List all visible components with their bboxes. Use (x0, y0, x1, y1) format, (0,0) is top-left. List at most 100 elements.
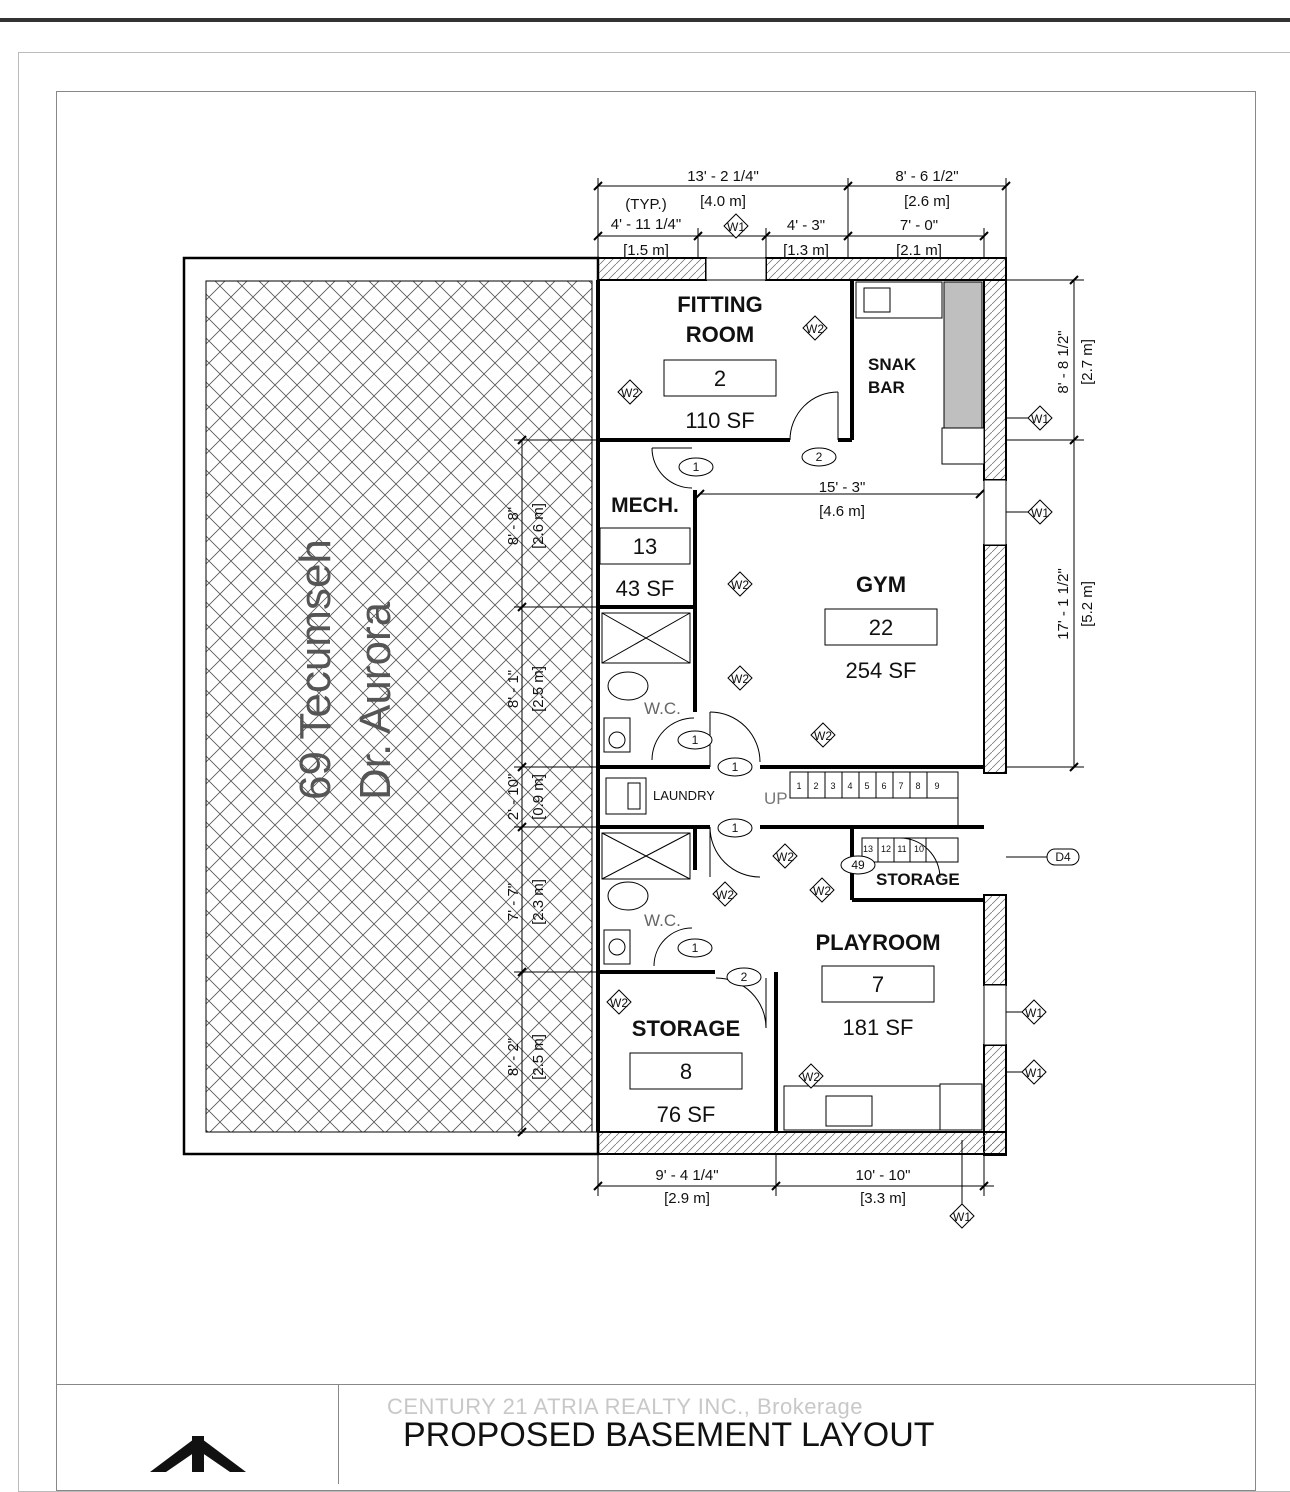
dim-top-overall-left-metric: [4.0 m] (700, 193, 746, 210)
mech-area: 43 SF (616, 576, 675, 601)
window-tag-w2-gym-1: W2 (727, 571, 753, 597)
dim-left-3: 2' - 10" (505, 774, 522, 821)
window-tag-w1-top: W1 (723, 213, 749, 239)
svg-text:W1: W1 (727, 220, 745, 234)
stair-step: 6 (881, 781, 886, 791)
storage-small-name: STORAGE (876, 870, 960, 889)
dim-left-2: 8' - 1" (505, 670, 522, 708)
stair-step: 12 (881, 844, 891, 854)
dim-top-seg2-metric: [1.3 m] (783, 242, 829, 259)
svg-text:1: 1 (732, 760, 739, 774)
wc-lower-name: W.C. (644, 911, 681, 930)
dim-gym-width-metric: [4.6 m] (819, 503, 865, 520)
svg-text:W2: W2 (716, 888, 734, 902)
svg-text:2: 2 (741, 970, 748, 984)
stair-up: UP (764, 789, 788, 808)
stair-step-numbers: 1 2 3 4 5 6 7 8 9 13 12 11 10 (796, 781, 939, 854)
dim-top-seg3-metric: [2.1 m] (896, 242, 942, 259)
snack-bar-counter (855, 281, 985, 465)
unexcavated-area (182, 256, 600, 1156)
storage-area: 76 SF (657, 1102, 716, 1127)
window-tag-w1-gym: W1 (1027, 499, 1053, 525)
stair-step: 4 (847, 781, 852, 791)
dim-bottom-right: 10' - 10" (856, 1167, 911, 1184)
fitting-room-number: 2 (714, 366, 726, 391)
dim-bottom-right-metric: [3.3 m] (860, 1190, 906, 1207)
address-line1: 69 Tecumseh (291, 539, 340, 800)
dim-top-seg1: 4' - 11 1/4" (611, 216, 681, 233)
dim-left-5: 8' - 2" (505, 1038, 522, 1076)
fixtures (601, 612, 983, 1131)
playroom-area: 181 SF (843, 1015, 914, 1040)
dim-top-seg2: 4' - 3" (787, 217, 825, 234)
door-tag-1a: 1 (678, 457, 714, 477)
title-block-divider (56, 1384, 1256, 1385)
svg-text:W1: W1 (1025, 1006, 1043, 1020)
dim-bottom-left-metric: [2.9 m] (664, 1190, 710, 1207)
svg-text:1: 1 (692, 941, 699, 955)
svg-text:W1: W1 (1031, 506, 1049, 520)
door-tag-1b: 1 (677, 730, 713, 750)
svg-text:W2: W2 (776, 850, 794, 864)
stair-step: 1 (796, 781, 801, 791)
dimension-text: 13' - 2 1/4" [4.0 m] 8' - 6 1/2" [2.6 m]… (611, 168, 959, 1207)
gym-name: GYM (856, 572, 906, 597)
window-tag-w2-fitting-left: W2 (617, 379, 643, 405)
dim-typ: (TYP.) (625, 196, 666, 213)
svg-text:W1: W1 (1031, 412, 1049, 426)
door-tags: 1 2 1 1 1 49 1 2 D4 (677, 447, 1080, 987)
fitting-room-name-1: FITTING (677, 292, 763, 317)
dim-left-4-metric: [2.3 m] (530, 879, 547, 925)
dim-left-4: 7' - 7" (505, 883, 522, 921)
storage-name: STORAGE (632, 1016, 740, 1041)
dimension-lines (514, 178, 1084, 1210)
stair-step: 7 (898, 781, 903, 791)
svg-text:W2: W2 (610, 996, 628, 1010)
site-address: 69 Tecumseh Dr. Aurora (291, 539, 400, 800)
window-tag-w2-hall-2: W2 (809, 877, 835, 903)
svg-text:W2: W2 (731, 578, 749, 592)
stair-step: 5 (864, 781, 869, 791)
stair-step: 11 (897, 844, 906, 854)
window-tag-w1-playroom-1: W1 (1021, 999, 1047, 1025)
window-tag-w2-gym-2: W2 (727, 665, 753, 691)
title-block-column-divider (338, 1384, 339, 1484)
top-rule (0, 18, 1290, 22)
dim-right-upper: 8' - 8 1/2" (1055, 330, 1072, 393)
watermark: CENTURY 21 ATRIA REALTY INC., Brokerage (387, 1394, 863, 1419)
dim-top-overall-left: 13' - 2 1/4" (687, 168, 759, 185)
window-tags: W1 W2 W2 W1 W1 W2 W2 W2 W2 W2 W2 W2 W2 W… (606, 213, 1053, 1229)
wc-upper-name: W.C. (644, 699, 681, 718)
door-tag-2b: 2 (726, 967, 762, 987)
dimension-ticks (517, 181, 1079, 1191)
svg-text:49: 49 (851, 858, 865, 872)
dim-right-lower: 17' - 1 1/2" (1055, 568, 1072, 640)
dim-bottom-left: 9' - 4 1/4" (655, 1167, 718, 1184)
door-tag-2a: 2 (801, 447, 837, 467)
svg-text:W2: W2 (621, 386, 639, 400)
stair (789, 771, 959, 863)
gym-number: 22 (869, 615, 893, 640)
dim-right-upper-metric: [2.7 m] (1079, 339, 1096, 385)
door-tag-1e: 1 (677, 938, 713, 958)
stair-step: 9 (934, 781, 939, 791)
window-tag-w2-wc: W2 (712, 881, 738, 907)
window-tag-w1-bottom: W1 (949, 1203, 975, 1229)
svg-text:W2: W2 (813, 884, 831, 898)
stair-step: 10 (914, 844, 924, 854)
window-tag-w2-hall: W2 (772, 843, 798, 869)
stair-step: 8 (915, 781, 920, 791)
window-openings (705, 257, 1007, 1046)
dim-top-seg1-metric: [1.5 m] (623, 242, 669, 259)
window-tag-w1-snack: W1 (1027, 405, 1053, 431)
svg-text:W1: W1 (1025, 1066, 1043, 1080)
stair-step: 13 (863, 844, 873, 854)
svg-text:D4: D4 (1055, 850, 1071, 864)
svg-text:W2: W2 (731, 672, 749, 686)
door-tag-1d: 1 (717, 818, 753, 838)
window-tag-w2-storage: W2 (606, 989, 632, 1015)
dim-left-2-metric: [2.5 m] (530, 666, 547, 712)
fitting-room-name-2: ROOM (686, 322, 754, 347)
interior-walls (596, 280, 984, 1132)
